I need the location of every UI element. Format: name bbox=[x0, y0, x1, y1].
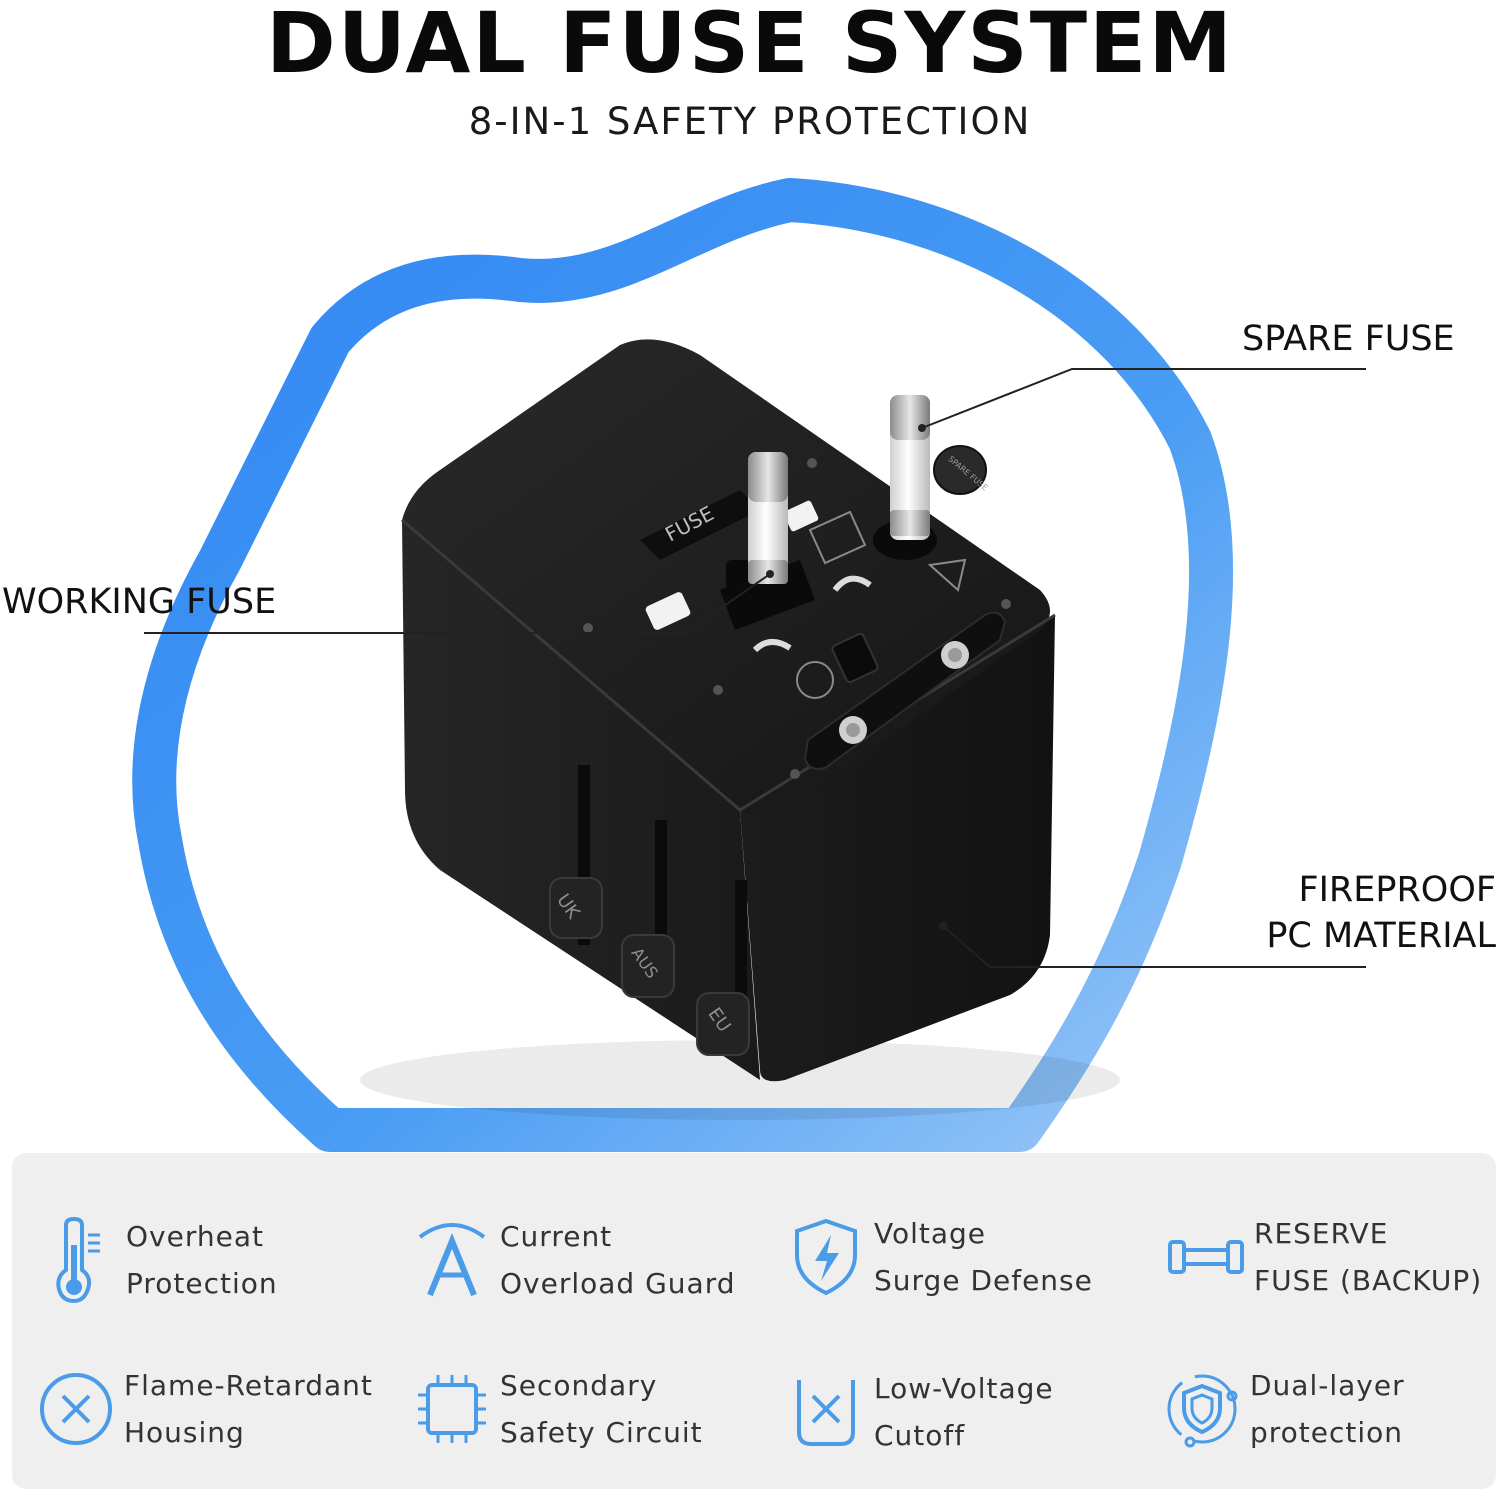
fireproof-line2: PC MATERIAL bbox=[1266, 916, 1496, 956]
cutoff-icon bbox=[797, 1380, 855, 1446]
shield-orbit-icon bbox=[1167, 1374, 1238, 1448]
hero-illustration: FUSE SPARE FUSE UK AUS EU bbox=[132, 178, 1366, 1152]
circle-x-icon bbox=[40, 1373, 112, 1445]
feature-line1: Dual-layer bbox=[1250, 1369, 1405, 1402]
fuse-icon bbox=[1168, 1240, 1244, 1274]
working-fuse-leader bbox=[144, 573, 771, 634]
adapter-right-face bbox=[740, 615, 1055, 1082]
feature-line1: Low-Voltage bbox=[874, 1372, 1054, 1405]
spare-fuse-callout: SPARE FUSE bbox=[1242, 319, 1455, 359]
shield-outline bbox=[132, 178, 1234, 1152]
working-fuse-callout: WORKING FUSE bbox=[2, 582, 277, 622]
feature-line2: Overload Guard bbox=[500, 1267, 736, 1300]
features-panel bbox=[12, 1153, 1496, 1489]
feature-line2: protection bbox=[1250, 1416, 1404, 1449]
shield-bolt-icon bbox=[795, 1218, 857, 1296]
thermometer-icon bbox=[56, 1216, 100, 1304]
feature-line1: Voltage bbox=[874, 1217, 987, 1250]
feature-line2: Cutoff bbox=[874, 1419, 966, 1452]
feature-line1: Flame-Retardant bbox=[124, 1369, 373, 1402]
feature-line2: Surge Defense bbox=[874, 1264, 1093, 1297]
fireproof-line1: FIREPROOF bbox=[1298, 870, 1496, 910]
feature-line1: Overheat bbox=[126, 1220, 264, 1253]
spare-fuse-leader bbox=[921, 368, 1366, 429]
feature-line1: Current bbox=[500, 1220, 613, 1253]
feature-line2: Housing bbox=[124, 1416, 245, 1449]
spare-cap bbox=[933, 445, 987, 495]
chip-icon bbox=[418, 1375, 486, 1443]
feature-dual-layer: Dual-layer protection bbox=[1162, 1362, 1405, 1456]
feature-line2: Protection bbox=[126, 1267, 278, 1300]
page-title: DUAL FUSE SYSTEM bbox=[266, 0, 1234, 92]
fireproof-leader bbox=[942, 925, 1366, 968]
page-subtitle: 8-IN-1 SAFETY PROTECTION bbox=[468, 100, 1032, 143]
feature-line1: Secondary bbox=[500, 1369, 658, 1402]
feature-line1: RESERVE bbox=[1254, 1217, 1389, 1250]
feature-line2: Safety Circuit bbox=[500, 1416, 703, 1449]
fireproof-callout: FIREPROOF PC MATERIAL bbox=[1232, 868, 1496, 958]
feature-reserve-fuse: RESERVE FUSE (BACKUP) bbox=[1166, 1210, 1482, 1304]
feature-line2: FUSE (BACKUP) bbox=[1254, 1264, 1483, 1297]
current-icon bbox=[418, 1223, 486, 1297]
